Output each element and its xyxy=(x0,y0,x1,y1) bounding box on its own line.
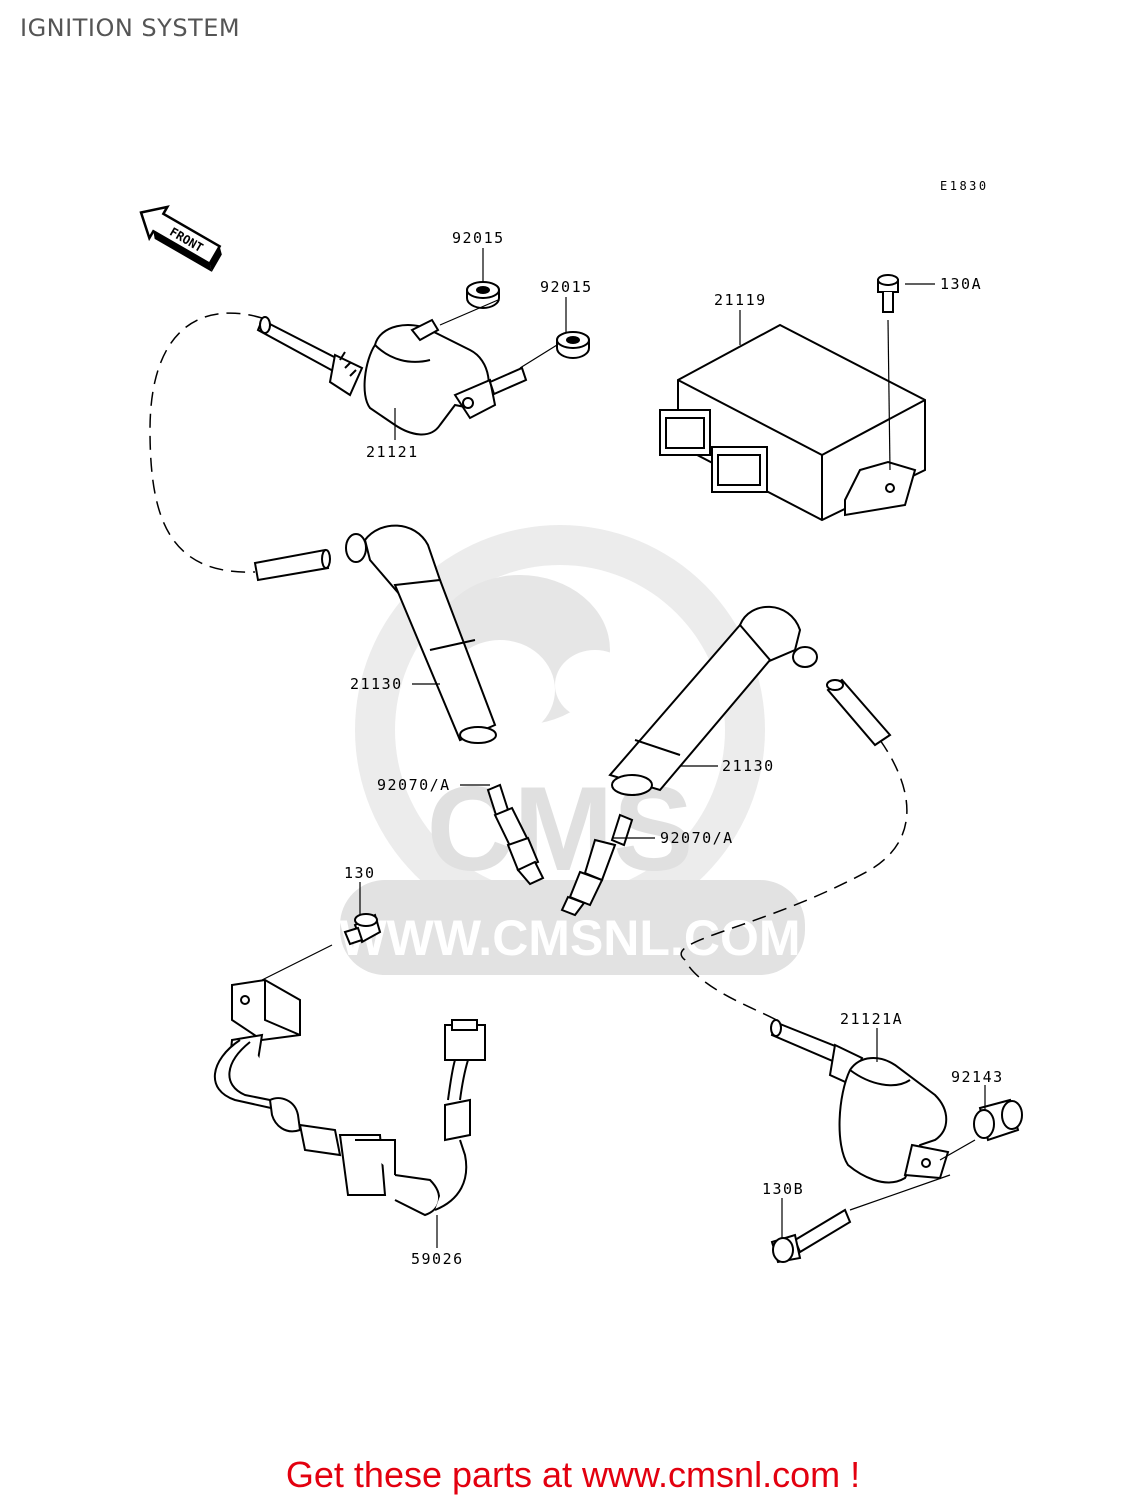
callout-92143: 92143 xyxy=(951,1068,1004,1086)
footer-link[interactable]: Get these parts at www.cmsnl.com ! xyxy=(0,1454,1146,1496)
igniter-unit[interactable] xyxy=(659,323,926,522)
ignition-coil-upper[interactable] xyxy=(256,316,528,436)
nut-92015-b[interactable] xyxy=(556,331,590,359)
wire-sleeve-left xyxy=(253,548,331,582)
callout-92015-a: 92015 xyxy=(452,229,505,247)
callout-59026: 59026 xyxy=(411,1250,464,1268)
watermark-text: WWW.CMSNL.COM xyxy=(339,910,800,966)
nut-92015-a[interactable] xyxy=(466,281,500,309)
wire-routes xyxy=(149,312,908,1023)
callout-21130-a: 21130 xyxy=(350,675,403,693)
collar-92143[interactable] xyxy=(973,1098,1023,1142)
leader-lines xyxy=(261,248,986,1248)
callout-21121a: 21121A xyxy=(840,1010,903,1028)
spark-plug-right[interactable] xyxy=(560,813,634,917)
plug-cap-right[interactable] xyxy=(608,605,818,796)
wire-sleeve-right xyxy=(826,678,892,747)
callout-21130-b: 21130 xyxy=(722,757,775,775)
bolt-130[interactable] xyxy=(343,913,382,946)
bolt-130a[interactable] xyxy=(877,274,899,471)
callout-130a: 130A xyxy=(940,275,982,293)
callout-21121: 21121 xyxy=(366,443,419,461)
front-arrow-icon: FRONT xyxy=(139,205,222,272)
callout-92070-b: 92070/A xyxy=(660,829,734,847)
plug-cap-left[interactable] xyxy=(345,524,497,744)
bolt-130b[interactable] xyxy=(770,1208,852,1264)
page-title: IGNITION SYSTEM xyxy=(20,14,241,42)
callout-130: 130 xyxy=(344,864,376,882)
ignition-coil-lower[interactable] xyxy=(770,1019,950,1184)
figure-code: E1830 xyxy=(940,179,989,193)
callout-130b: 130B xyxy=(762,1180,804,1198)
callout-21119: 21119 xyxy=(714,291,767,309)
callout-92070-a: 92070/A xyxy=(377,776,451,794)
pickup-coil-harness[interactable] xyxy=(214,978,486,1217)
spark-plug-left[interactable] xyxy=(486,783,545,886)
footer-text[interactable]: Get these parts at www.cmsnl.com ! xyxy=(285,1454,861,1495)
watermark-logo: CMS WWW.CMSNL.COM xyxy=(339,525,805,975)
callout-92015-b: 92015 xyxy=(540,278,593,296)
